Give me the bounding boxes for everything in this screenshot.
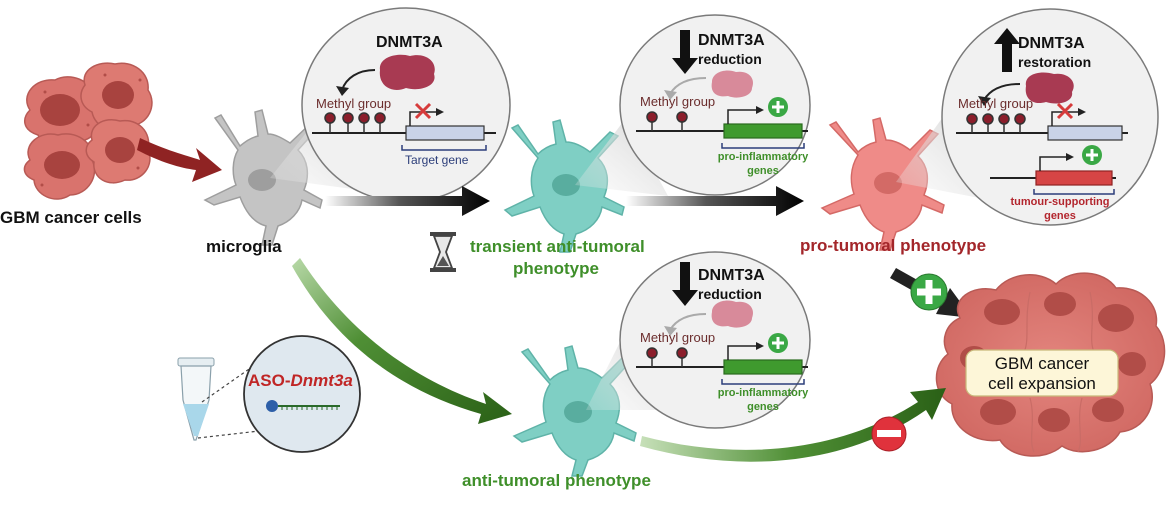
microglia-gray-cell — [203, 109, 323, 246]
gene-label-line2: genes — [747, 401, 779, 413]
black-arrow-2 — [626, 186, 804, 216]
tumor-mass: GBM cancer cell expansion — [935, 272, 1166, 457]
dnmt3a-change: reduction — [698, 286, 762, 302]
aso-molecule — [266, 400, 278, 412]
expansion-label-line1: GBM cancer — [995, 354, 1090, 373]
active-gene-box — [723, 359, 803, 375]
black-arrow-1 — [325, 186, 490, 216]
gbm-cell-cluster — [23, 62, 153, 200]
gene-label-line1: tumour-supporting — [1011, 196, 1110, 208]
red-curved-arrow — [137, 138, 222, 182]
gene-label-line1: pro-inflammatory — [718, 387, 809, 399]
anti-tumoral-label: anti-tumoral phenotype — [462, 471, 651, 490]
dnmt3a-enzyme-faded — [711, 300, 754, 328]
pro-tumoral-label: pro-tumoral phenotype — [800, 236, 986, 255]
aso-circle: ASO-Dnmt3a — [243, 335, 361, 453]
cross-icon — [1056, 102, 1074, 120]
bubble-4: DNMT3A reduction Methyl group pro-inflam… — [619, 251, 811, 429]
aso-label: ASO-Dnmt3a — [248, 371, 353, 390]
methyl-marks — [646, 347, 688, 367]
target-gene-box — [405, 125, 485, 141]
target-gene-label: Target gene — [405, 153, 469, 167]
bubble-3: DNMT3A restoration Methyl group tumour-s… — [941, 8, 1159, 226]
active-gene-box — [723, 123, 803, 139]
bubble-2-cone — [575, 118, 668, 196]
dnmt3a-enzyme-faded — [711, 70, 754, 98]
methyl-group-label: Methyl group — [640, 330, 715, 345]
minus-icon — [871, 416, 907, 452]
bubble-1: DNMT3A Methyl group Target gene — [301, 7, 511, 203]
plus-icon — [910, 273, 948, 311]
tube-icon — [177, 357, 215, 441]
dnmt3a-label: DNMT3A — [698, 32, 765, 49]
gene-label-line1: pro-inflammatory — [718, 151, 809, 163]
dnmt3a-label: DNMT3A — [1018, 35, 1085, 52]
gbm-cells-label: GBM cancer cells — [0, 208, 142, 227]
hourglass-icon — [430, 232, 456, 272]
arrow-down-icon — [672, 30, 698, 74]
methyl-group-label: Methyl group — [316, 96, 391, 111]
methyl-marks — [324, 112, 386, 133]
bubble-2: DNMT3A reduction Methyl group pro-inflam… — [619, 14, 811, 196]
arrow-down-icon — [672, 262, 698, 306]
gbm-cell — [23, 133, 96, 200]
cross-icon — [414, 102, 432, 120]
aso-gene: Dnmt3a — [291, 371, 353, 390]
dnmt3a-change: restoration — [1018, 54, 1091, 70]
gene-label-line2: genes — [1044, 210, 1076, 222]
plus-icon — [768, 333, 788, 353]
methyl-marks — [966, 113, 1026, 133]
target-gene-box — [1047, 125, 1123, 141]
plus-icon — [768, 97, 788, 117]
tumour-gene-box — [1035, 170, 1113, 186]
gbm-dots — [40, 73, 142, 187]
transient-label-line2: phenotype — [513, 259, 599, 278]
gbm-cell — [80, 62, 153, 132]
expansion-label-box — [965, 349, 1119, 397]
microglia-label: microglia — [206, 237, 282, 256]
dnmt3a-label: DNMT3A — [376, 34, 443, 51]
green-curved-arrow-1 — [292, 258, 512, 424]
gene-label-line2: genes — [747, 165, 779, 177]
methyl-group-label: Methyl group — [640, 94, 715, 109]
methyl-group-label: Methyl group — [958, 96, 1033, 111]
transient-label-line1: transient anti-tumoral — [470, 237, 645, 256]
microglia-pro-tumoral-cell — [820, 117, 945, 251]
expansion-label-line2: cell expansion — [988, 374, 1096, 393]
dnmt3a-enzyme — [379, 54, 435, 90]
dnmt3a-label: DNMT3A — [698, 267, 765, 284]
gbm-cell — [85, 119, 151, 184]
arrow-up-icon — [994, 28, 1020, 72]
aso-prefix: ASO- — [248, 371, 291, 390]
microglia-transient-cell — [503, 119, 625, 253]
methyl-marks — [646, 111, 688, 131]
dnmt3a-change: reduction — [698, 51, 762, 67]
plus-icon — [1082, 145, 1102, 165]
dnmt3a-enzyme — [1025, 72, 1074, 104]
